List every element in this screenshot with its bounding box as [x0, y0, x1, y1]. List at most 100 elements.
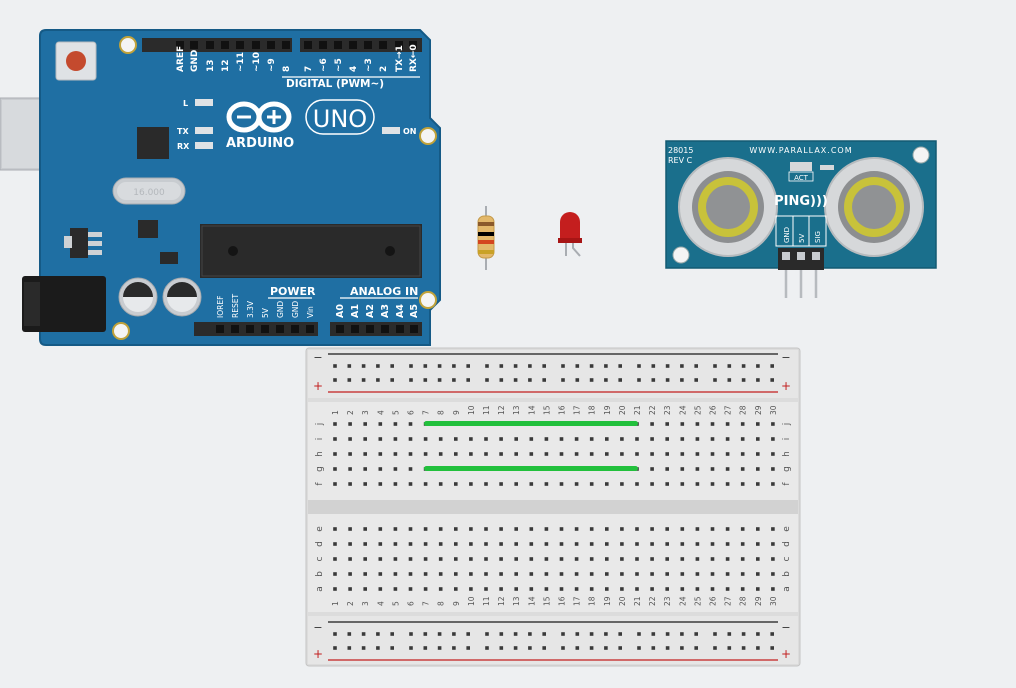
breadboard-hole[interactable]: [333, 632, 337, 636]
breadboard-hole[interactable]: [771, 482, 775, 486]
breadboard-hole[interactable]: [542, 632, 546, 636]
breadboard-hole[interactable]: [605, 557, 609, 561]
breadboard-hole[interactable]: [333, 646, 337, 650]
breadboard-hole[interactable]: [484, 587, 488, 591]
breadboard-hole[interactable]: [574, 452, 579, 456]
breadboard-hole[interactable]: [574, 557, 579, 561]
breadboard-hole[interactable]: [680, 364, 684, 368]
breadboard-hole[interactable]: [771, 437, 775, 441]
breadboard-hole[interactable]: [589, 572, 594, 576]
breadboard-hole[interactable]: [529, 587, 534, 591]
breadboard-hole[interactable]: [423, 646, 428, 650]
breadboard-hole[interactable]: [376, 632, 380, 636]
breadboard-hole[interactable]: [499, 557, 503, 561]
breadboard-hole[interactable]: [438, 542, 443, 546]
breadboard-hole[interactable]: [756, 527, 760, 531]
breadboard-hole[interactable]: [620, 527, 624, 531]
breadboard-hole[interactable]: [437, 646, 442, 650]
breadboard-hole[interactable]: [618, 364, 622, 368]
breadboard-hole[interactable]: [484, 452, 488, 456]
breadboard-hole[interactable]: [348, 467, 352, 471]
breadboard-hole[interactable]: [680, 527, 685, 531]
breadboard-hole[interactable]: [756, 467, 760, 471]
breadboard-hole[interactable]: [740, 572, 745, 576]
breadboard-hole[interactable]: [363, 587, 367, 591]
breadboard-hole[interactable]: [680, 452, 685, 456]
breadboard-hole[interactable]: [635, 452, 639, 456]
breadboard-hole[interactable]: [376, 364, 380, 368]
breadboard-hole[interactable]: [466, 378, 470, 382]
breadboard-hole[interactable]: [695, 572, 700, 576]
breadboard-hole[interactable]: [408, 452, 413, 456]
breadboard-hole[interactable]: [725, 452, 730, 456]
breadboard-hole[interactable]: [408, 557, 413, 561]
breadboard-hole[interactable]: [665, 542, 669, 546]
breadboard-hole[interactable]: [452, 364, 456, 368]
breadboard-hole[interactable]: [665, 632, 670, 636]
breadboard-hole[interactable]: [361, 378, 366, 382]
breadboard-hole[interactable]: [408, 422, 413, 426]
breadboard-hole[interactable]: [665, 482, 669, 486]
breadboard-hole[interactable]: [348, 572, 352, 576]
breadboard-hole[interactable]: [618, 378, 622, 382]
breadboard-hole[interactable]: [454, 542, 458, 546]
breadboard-hole[interactable]: [756, 632, 760, 636]
breadboard-hole[interactable]: [680, 467, 685, 471]
breadboard-hole[interactable]: [665, 557, 669, 561]
header-pin-hole[interactable]: [396, 325, 404, 333]
breadboard-hole[interactable]: [665, 587, 669, 591]
breadboard-hole[interactable]: [620, 542, 624, 546]
breadboard-hole[interactable]: [363, 452, 367, 456]
breadboard-hole[interactable]: [499, 527, 503, 531]
breadboard-hole[interactable]: [695, 527, 700, 531]
breadboard-hole[interactable]: [466, 632, 470, 636]
header-pin-hole[interactable]: [190, 41, 198, 49]
header-pin-hole[interactable]: [252, 41, 260, 49]
breadboard-hole[interactable]: [423, 632, 428, 636]
breadboard-hole[interactable]: [637, 378, 641, 382]
breadboard-hole[interactable]: [348, 527, 352, 531]
breadboard-hole[interactable]: [393, 422, 398, 426]
breadboard-hole[interactable]: [363, 527, 367, 531]
breadboard-hole[interactable]: [333, 572, 337, 576]
breadboard-hole[interactable]: [665, 646, 670, 650]
breadboard-hole[interactable]: [347, 364, 352, 368]
breadboard-hole[interactable]: [363, 542, 367, 546]
breadboard-hole[interactable]: [770, 632, 774, 636]
breadboard-hole[interactable]: [454, 572, 458, 576]
breadboard-hole[interactable]: [740, 437, 745, 441]
breadboard-hole[interactable]: [559, 587, 564, 591]
breadboard-hole[interactable]: [680, 587, 685, 591]
breadboard-hole[interactable]: [575, 378, 580, 382]
breadboard-hole[interactable]: [438, 482, 443, 486]
header-pin-hole[interactable]: [381, 325, 389, 333]
breadboard-hole[interactable]: [589, 542, 594, 546]
breadboard-hole[interactable]: [665, 452, 669, 456]
breadboard-hole[interactable]: [333, 587, 337, 591]
breadboard-hole[interactable]: [695, 422, 700, 426]
header-pin-hole[interactable]: [291, 325, 299, 333]
breadboard-hole[interactable]: [437, 364, 442, 368]
breadboard-hole[interactable]: [727, 378, 732, 382]
breadboard-hole[interactable]: [650, 527, 654, 531]
breadboard-hole[interactable]: [650, 572, 654, 576]
breadboard-hole[interactable]: [665, 437, 669, 441]
breadboard-hole[interactable]: [393, 482, 398, 486]
breadboard-hole[interactable]: [423, 557, 428, 561]
breadboard-hole[interactable]: [529, 452, 534, 456]
breadboard-hole[interactable]: [528, 378, 532, 382]
wire-strip-row-g[interactable]: [424, 466, 638, 471]
breadboard-hole[interactable]: [756, 452, 760, 456]
breadboard-hole[interactable]: [514, 437, 518, 441]
breadboard-hole[interactable]: [454, 482, 458, 486]
breadboard-hole[interactable]: [713, 632, 717, 636]
breadboard-hole[interactable]: [741, 632, 746, 636]
breadboard-hole[interactable]: [485, 646, 489, 650]
breadboard-hole[interactable]: [333, 364, 337, 368]
breadboard-hole[interactable]: [542, 646, 546, 650]
breadboard-hole[interactable]: [770, 378, 774, 382]
breadboard-hole[interactable]: [390, 378, 394, 382]
breadboard-hole[interactable]: [575, 364, 580, 368]
breadboard-hole[interactable]: [363, 557, 367, 561]
breadboard-hole[interactable]: [740, 452, 745, 456]
